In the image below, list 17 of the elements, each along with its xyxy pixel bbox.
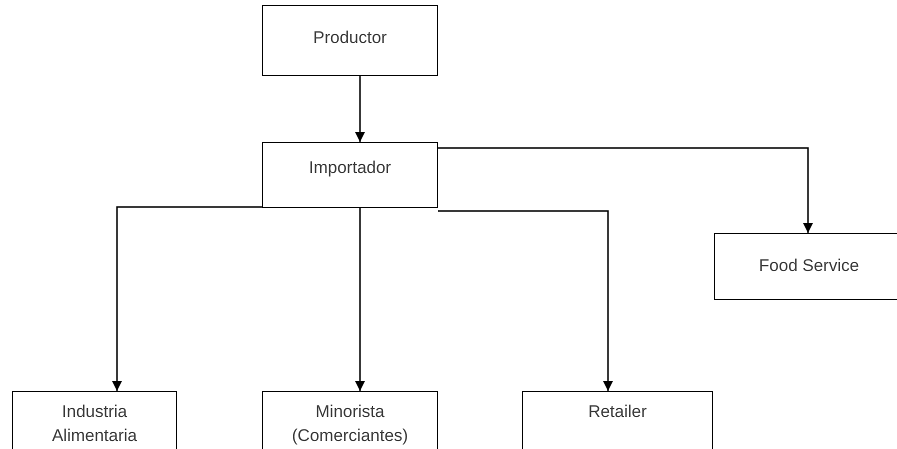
process-box [714, 233, 897, 300]
box-label: Importador [308, 157, 392, 179]
box-label: Industria Alimentaria [50, 401, 138, 447]
box-label: Food Service [758, 255, 860, 277]
process-box [522, 391, 713, 449]
process-box [12, 391, 177, 449]
process-box [262, 5, 438, 76]
box-label: Minorista (Comerciantes) [290, 401, 410, 447]
arrow [438, 147, 813, 233]
box-label: Productor [313, 27, 387, 49]
box-label: Retailer [588, 401, 647, 423]
arrow [438, 210, 613, 391]
process-box [262, 391, 438, 449]
arrow [355, 76, 365, 142]
process-box [262, 142, 438, 208]
arrow [355, 208, 365, 391]
arrow [112, 206, 262, 391]
